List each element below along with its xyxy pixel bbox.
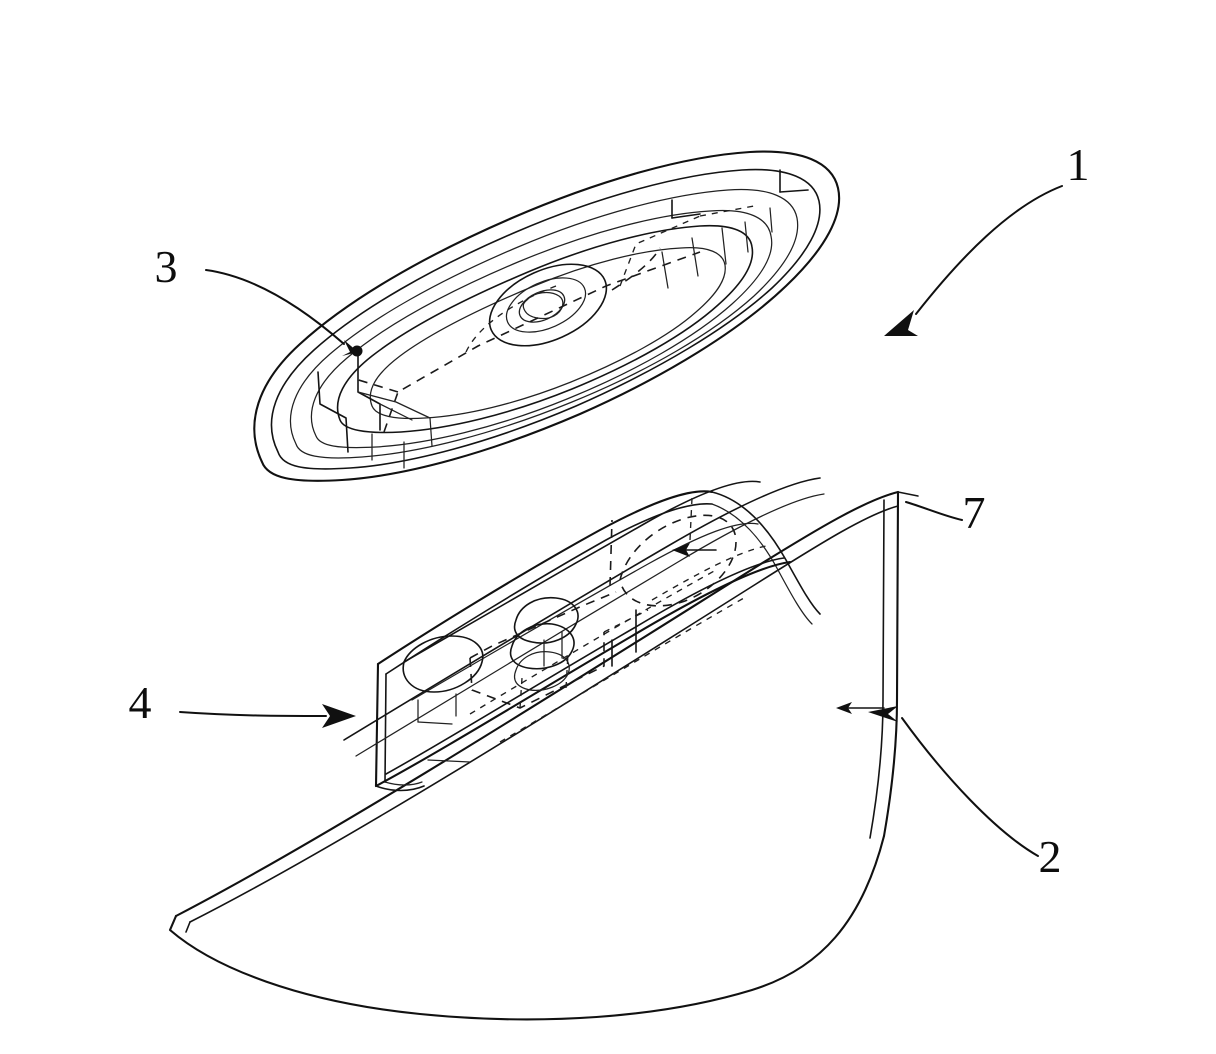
lens-internal-hidden-3 — [611, 247, 661, 291]
lens-rim-contour-3 — [289, 188, 799, 459]
lens-rib-3 — [744, 221, 749, 253]
reference-numeral-7-leader-line — [905, 501, 963, 521]
housing-left-end-wall-cap-2 — [384, 781, 423, 786]
lens-internal-hidden-1 — [383, 251, 701, 433]
housing-top-ridge-outer — [174, 490, 900, 918]
boss-post-5 — [427, 759, 471, 763]
lens-rib-5 — [769, 207, 773, 233]
boss-partition-vertical — [609, 519, 613, 587]
housing-right-vertical-edge-inner — [869, 499, 885, 839]
lens-center-bulb-detail — [522, 291, 564, 320]
lens-internal-hidden-2 — [351, 377, 399, 393]
lens-internal-hidden-6 — [699, 205, 755, 217]
boss-left-pocket — [402, 635, 484, 693]
lens-rib-4 — [661, 251, 669, 289]
socket-bracket-hidden-1 — [469, 591, 617, 659]
reference-numeral-2: 2 — [868, 706, 1062, 882]
boss-post-6 — [417, 721, 453, 725]
housing-skirt-rail-2 — [355, 493, 825, 757]
housing-bottom-outline — [168, 834, 886, 1021]
boss-right-pocket-hidden — [619, 514, 737, 607]
reference-numeral-1-arrowhead — [884, 310, 918, 336]
boss-top-rail — [376, 490, 714, 666]
reference-numeral-3-leader-line — [205, 269, 345, 345]
housing-inner-arrow-upper — [672, 543, 717, 557]
reference-numeral-7-text: 7 — [963, 487, 986, 538]
lower-housing-assembly — [168, 477, 919, 1021]
reference-numeral-3: 3 — [155, 241, 358, 356]
boss-bottom-rail — [374, 560, 792, 788]
lens-center-reflector — [488, 263, 608, 347]
lens-rim-contour-4 — [310, 209, 773, 449]
boss-top-rail-2 — [385, 503, 713, 675]
reference-numeral-1-leader-line — [915, 185, 1063, 315]
lens-nose-detail-1 — [357, 351, 381, 431]
boss-right-face-upper — [711, 491, 821, 615]
boss-bottom-rail-2 — [385, 557, 785, 775]
housing-left-end-wall-inner — [384, 673, 387, 783]
reference-numeral-2-arrowhead — [868, 706, 898, 722]
reference-numeral-4-arrowhead — [322, 704, 356, 728]
lens-outer-rim-outline — [253, 150, 841, 482]
lens-rib-1 — [691, 237, 699, 277]
reference-numeral-1-text: 1 — [1067, 139, 1090, 190]
housing-corner-tick-7 — [897, 491, 919, 497]
reference-numeral-4: 4 — [129, 677, 356, 728]
housing-right-vertical-edge — [882, 490, 900, 838]
socket-bracket-hidden-4 — [565, 653, 569, 689]
lens-internal-hidden-5 — [619, 215, 701, 287]
reference-numeral-1: 1 — [884, 139, 1090, 336]
lens-rib-2 — [721, 227, 727, 265]
housing-inner-arrow-lower — [836, 702, 885, 714]
lens-tick-top-3 — [779, 189, 809, 193]
lens-rim-inner-edge — [270, 168, 821, 470]
reference-numeral-2-text: 2 — [1039, 831, 1062, 882]
boss-channel-detail-3 — [651, 545, 767, 601]
housing-bottom-outline-inner — [185, 921, 191, 933]
lens-internal-hidden-4 — [465, 285, 557, 353]
housing-skirt-rail-1 — [343, 477, 821, 741]
housing-left-end-wall-outer — [374, 662, 380, 788]
socket-cap-bottom — [513, 651, 570, 692]
boss-channel-upper — [403, 480, 761, 663]
reference-numeral-2-leader-line — [901, 717, 1039, 857]
lens-dome-upper-edge — [336, 224, 754, 434]
lens-optical-zone — [369, 247, 726, 420]
lens-nose-detail-3 — [357, 391, 433, 447]
lens-nose-detail-2 — [317, 371, 349, 453]
housing-top-ridge-inner — [189, 505, 899, 923]
upper-elliptical-lens — [253, 150, 841, 482]
housing-left-corner-joint — [169, 915, 177, 931]
lens-center-bulb-socket — [518, 289, 566, 323]
socket-cap-mid — [509, 622, 575, 670]
lens-nose-detail-4 — [379, 403, 413, 421]
housing-left-end-wall-cap — [375, 785, 425, 792]
lens-rim-leader-dot — [351, 345, 363, 357]
reference-numeral-4-text: 4 — [129, 677, 152, 728]
reference-numeral-4-leader-line — [179, 711, 327, 717]
lens-center-reflector-inner — [505, 277, 587, 333]
reference-numeral-3-arrowhead — [342, 340, 358, 356]
socket-cap-top — [513, 596, 579, 644]
reference-callouts: 1 3 4 7 2 — [129, 139, 1090, 882]
boss-channel-lower — [411, 522, 759, 701]
lens-tick-top-4 — [671, 213, 701, 219]
reference-numeral-3-text: 3 — [155, 241, 178, 292]
boss-right-face-lower — [711, 503, 813, 625]
reference-numeral-7: 7 — [905, 487, 986, 538]
